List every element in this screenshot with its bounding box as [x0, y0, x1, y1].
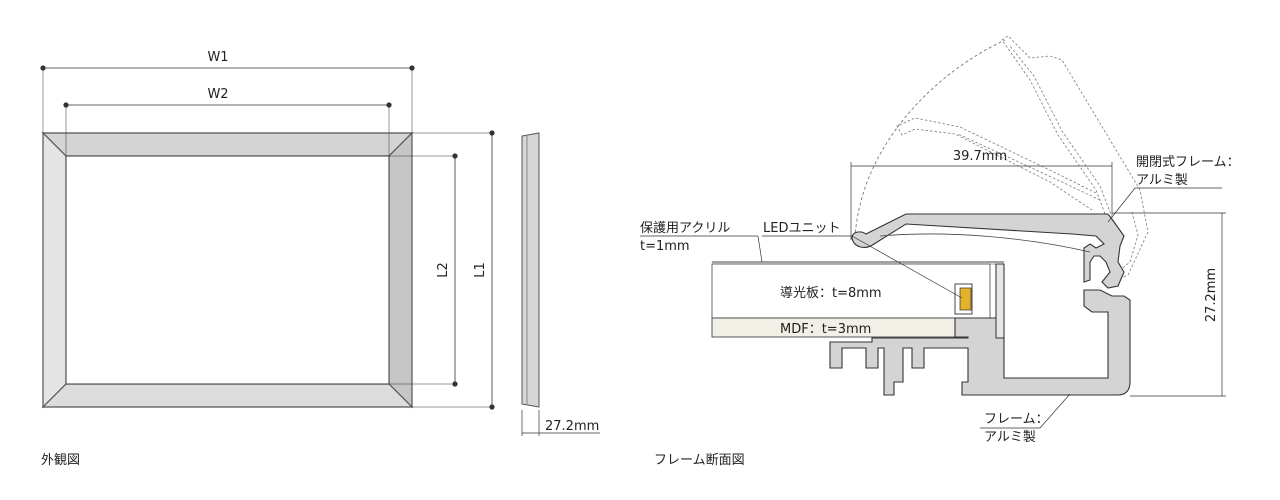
leader-lines — [640, 187, 1222, 429]
acrylic-thickness-label: t=1mm — [640, 239, 690, 254]
exterior-view: W1 W2 L2 L1 — [40, 50, 600, 436]
depth-label: 27.2mm — [545, 419, 599, 434]
light-guide-plate — [711, 263, 991, 319]
l2-label: L2 — [436, 262, 451, 278]
top-frame-profile — [851, 213, 1125, 289]
w1-label: W1 — [207, 50, 228, 65]
open-width-label: 39.7mm — [953, 149, 1007, 164]
open-width-dimension — [850, 162, 1113, 240]
acrylic-label: 保護用アクリル — [640, 220, 730, 236]
open-frame-material-label: アルミ製 — [1136, 173, 1188, 188]
swing-arc — [854, 39, 1006, 239]
w2-label: W2 — [207, 87, 228, 102]
open-frame-ghost — [896, 35, 1149, 283]
l2-dimension — [389, 153, 458, 387]
led-unit — [954, 283, 973, 315]
frame-material-label: アルミ製 — [984, 430, 1036, 445]
height-dimension — [1112, 212, 1226, 397]
led-unit-label: LEDユニット — [763, 221, 840, 236]
light-guide-label: 導光板：t=8mm — [780, 286, 882, 301]
section-caption: フレーム断面図 — [654, 453, 745, 468]
base-frame-profile — [829, 263, 1131, 396]
w1-dimension — [40, 65, 415, 133]
w2-dimension — [63, 102, 392, 156]
frame-label: フレーム： — [984, 412, 1049, 427]
open-frame-label: 開閉式フレーム： — [1136, 155, 1240, 170]
mdf-label: MDF：t=3mm — [780, 322, 871, 337]
exterior-frame — [41, 131, 414, 409]
height-label: 27.2mm — [1204, 268, 1219, 322]
l1-label: L1 — [473, 262, 488, 278]
side-view — [521, 132, 540, 408]
acrylic-bulge — [879, 233, 1091, 253]
l1-dimension — [412, 130, 495, 410]
depth-dimension — [521, 410, 600, 436]
led-channel — [995, 263, 1005, 339]
section-view: 39.7mm 27.2mm — [640, 35, 1240, 445]
exterior-caption: 外観図 — [41, 453, 81, 468]
